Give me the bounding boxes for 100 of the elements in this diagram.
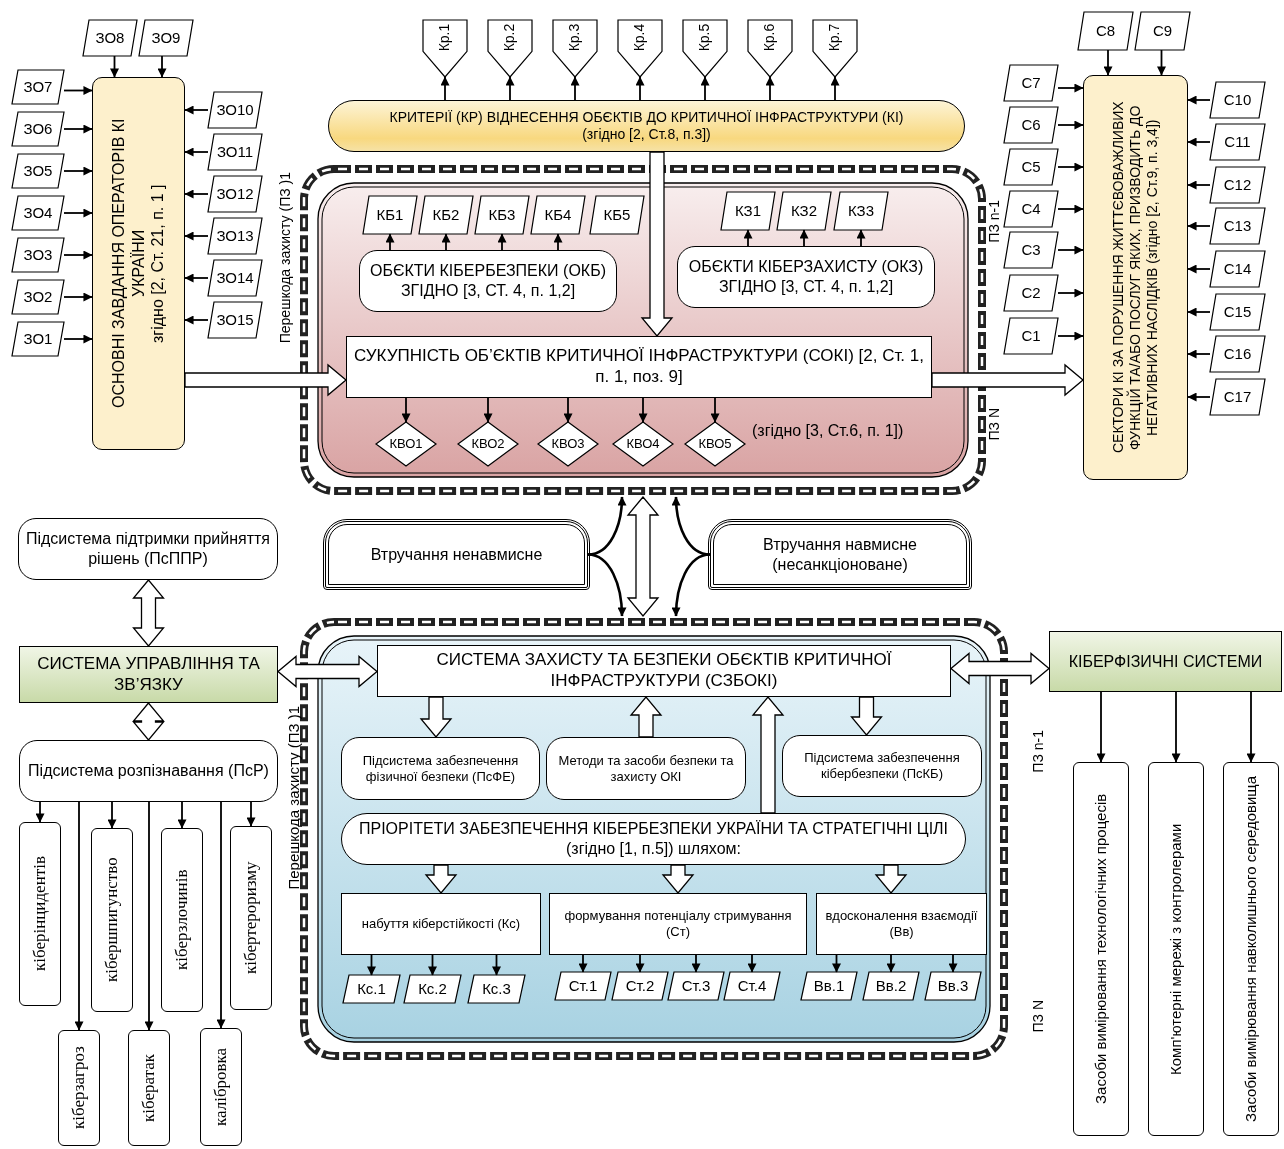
block-arrow	[419, 696, 453, 738]
node-label: С14	[1223, 259, 1252, 279]
arrow	[157, 55, 167, 78]
node-label: ЗО15	[216, 310, 254, 330]
node-label: кібершпигунство	[101, 857, 122, 983]
arrow	[587, 553, 627, 617]
rounded-box	[18, 518, 278, 580]
node-label: ЗО9	[151, 28, 181, 48]
vertical-card	[1148, 762, 1204, 1136]
double-block-arrow	[950, 652, 1050, 685]
arrow	[635, 954, 645, 973]
system-box	[1049, 631, 1282, 692]
node-label: С12	[1223, 175, 1252, 195]
process-box	[1083, 75, 1188, 480]
arrow	[177, 801, 187, 829]
arrow	[1096, 691, 1106, 763]
node-label: КВО2	[471, 436, 505, 452]
arrow	[497, 233, 507, 251]
node-label: ЗО4	[23, 203, 53, 223]
node-label: кіберзагроз	[68, 1046, 89, 1130]
node-label: С17	[1223, 387, 1252, 407]
arrow	[832, 954, 841, 973]
arrow	[691, 954, 701, 973]
double-block-arrow	[132, 702, 165, 741]
side-label: ПЗ n-1	[1030, 730, 1046, 773]
node-label: Засоби вимірювання навколишнього середовища	[1241, 775, 1260, 1123]
arrow	[635, 76, 645, 101]
rounded-box	[782, 735, 982, 797]
node-label: С11	[1224, 132, 1251, 152]
rounded-box	[341, 813, 966, 865]
arrow	[440, 76, 450, 101]
process-box	[346, 336, 932, 398]
arrow	[184, 105, 209, 115]
block-arrow	[640, 151, 674, 337]
arrow	[1057, 204, 1084, 214]
block-arrow	[874, 864, 908, 894]
vertical-card	[161, 828, 203, 1012]
arrow	[1057, 288, 1084, 298]
node-label: Кр.5	[696, 23, 714, 52]
arrow	[1057, 83, 1084, 93]
arrow	[428, 954, 437, 976]
node-label: ЗО14	[216, 268, 254, 288]
arrow	[184, 147, 209, 157]
node-label: КВО1	[389, 436, 423, 452]
rounded-box	[341, 737, 540, 800]
node-label: С5	[1021, 157, 1041, 177]
node-label: ОБЄКТИ КІБЕРЗАХИСТУ (ОКЗ) ЗГІДНО [3, СТ. 4, п. 1,2]	[687, 257, 925, 297]
process-box	[816, 893, 987, 955]
node-label: Підсистема забезпечення кібербезпеки (ПсКБ)	[803, 750, 961, 782]
arrow	[63, 292, 93, 302]
arrow	[830, 76, 840, 101]
side-label: Перешкода захисту (ПЗ )1	[285, 706, 302, 890]
arrow	[799, 229, 809, 247]
arrow	[63, 86, 93, 95]
node-label: С4	[1021, 199, 1041, 219]
process-box	[92, 77, 185, 450]
node-label: згідно [2, Ст. 21, п. 1 ]	[148, 184, 168, 343]
block-arrow	[931, 363, 1084, 397]
node-label: КЗ3	[848, 201, 874, 221]
process-box	[549, 893, 807, 955]
arrow	[184, 189, 209, 199]
vertical-card	[230, 826, 272, 1010]
block-arrow	[850, 696, 883, 736]
node-label: Ст.2	[625, 976, 655, 996]
node-label: КЗ1	[735, 201, 761, 221]
block-arrow	[629, 696, 663, 738]
arrow	[110, 55, 119, 78]
rounded-box	[359, 250, 617, 312]
node-label: КВО5	[698, 436, 732, 452]
process-box	[377, 645, 951, 697]
arrow	[1057, 245, 1084, 255]
rounded-box	[677, 246, 935, 308]
node-label: Вв.1	[813, 976, 845, 996]
arrow	[63, 334, 93, 344]
arrow	[638, 397, 648, 423]
node-label: СУКУПНІСТЬ ОБ’ЄКТІВ КРИТИЧНОЇ ІНФРАСТРУКТУРИ (СОКІ) [2, Ст. 1, п. 1, поз. 9]	[353, 346, 925, 388]
node-label: набуття кіберстійкості (Кс)	[361, 916, 521, 932]
node-label: С8	[1095, 21, 1116, 41]
arrow	[1187, 137, 1211, 147]
side-label: ПЗ N	[1030, 1000, 1046, 1033]
tab-box	[710, 521, 970, 588]
arrow	[63, 124, 93, 134]
node-label: КІБЕРФІЗИЧНІ СИСТЕМИ	[1068, 651, 1263, 672]
node-label: КВО4	[626, 436, 660, 452]
node-label: КБ4	[544, 205, 572, 225]
node-label: ПРІОРІТЕТИ ЗАБЕЗПЕЧЕННЯ КІБЕРБЕЗПЕКИ УКРАЇНИ ТА СТРАТЕГІЧНІ ЦІЛІ (згідно [1, п.5]) шляхом:	[357, 819, 950, 859]
arrow	[35, 801, 45, 823]
arrow	[63, 250, 93, 260]
node-label: КБ1	[376, 205, 404, 225]
vertical-card	[91, 828, 133, 1012]
arrow	[63, 166, 93, 176]
node-label: ЗО10	[216, 100, 254, 120]
node-label: Підсистема розпізнавання (ПсР)	[28, 761, 269, 781]
arrow	[856, 229, 866, 247]
node-label: Методи та засоби безпеки та захисту ОКІ	[557, 752, 735, 785]
node-label: Кр.1	[436, 23, 454, 52]
arrow	[441, 233, 451, 251]
node-label: Кр.3	[566, 23, 584, 52]
arrow	[671, 553, 711, 617]
node-label: СЕКТОРИ КІ ЗА ПОРУШЕННЯ ЖИТТЄВОВАЖЛИВИХ ФУНКЦІЙ ТА/АБО ПОСЛУГ ЯКИХ, ПРИЗВОДИТЬ ДО НЕГАТИВНИХ НАСЛІДКІВ (згідно [2, Ст.9, п. 3,4])	[1109, 100, 1162, 456]
